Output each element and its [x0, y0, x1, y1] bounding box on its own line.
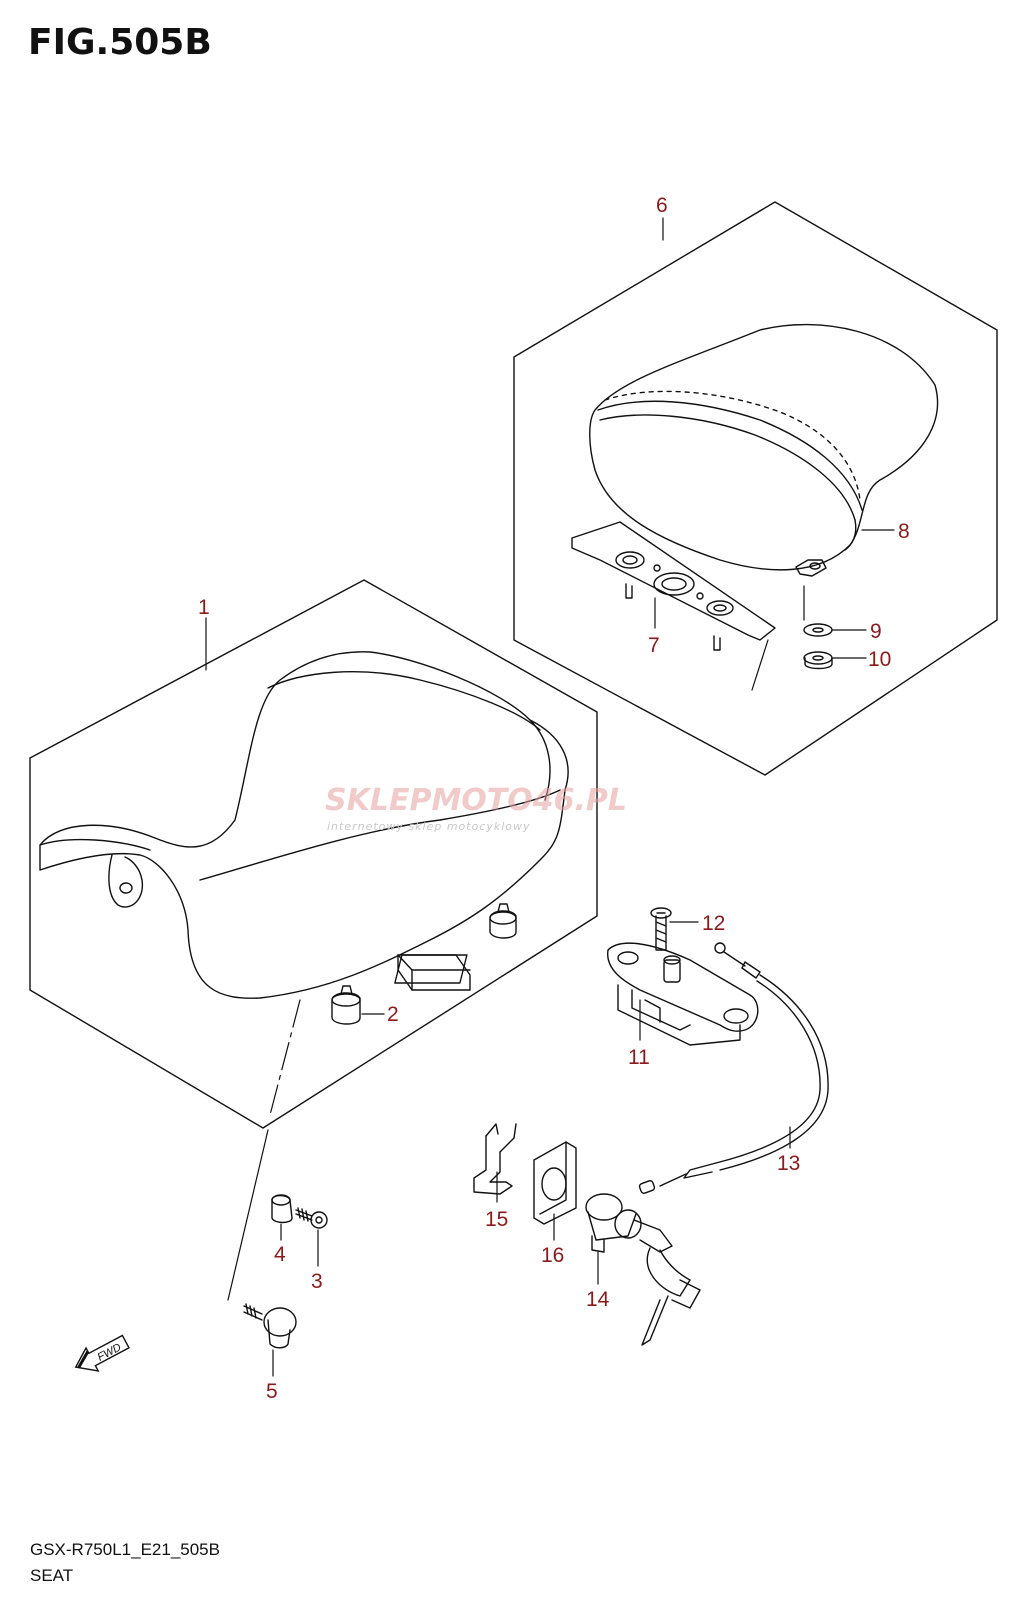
callout-14: 14 [586, 1288, 610, 1311]
callout-11: 11 [628, 1046, 650, 1069]
fwd-label: FWD [96, 1341, 124, 1363]
cushion-2 [331, 985, 361, 1025]
cushion-upper [489, 903, 517, 939]
clip-15 [473, 1123, 517, 1195]
callout-2: 2 [387, 1003, 399, 1026]
watermark-tagline: internetowy sklep motocyklowy [327, 820, 531, 833]
callout-13: 13 [777, 1152, 800, 1175]
callout-4: 4 [274, 1243, 286, 1266]
bolt-3 [295, 1207, 328, 1229]
frame-seat-rear [513, 201, 998, 776]
screw-12 [650, 907, 672, 951]
figure-code: GSX-R750L1_E21_505B [30, 1540, 220, 1559]
cable-13 [638, 942, 829, 1194]
callout-16: 16 [541, 1244, 564, 1267]
callout-6: 6 [656, 194, 668, 217]
callout-5: 5 [266, 1380, 278, 1403]
gasket-16 [533, 1141, 577, 1225]
frame-seat-front [29, 579, 598, 1129]
callout-8: 8 [898, 520, 910, 543]
callout-3: 3 [311, 1270, 323, 1293]
callout-12: 12 [702, 912, 725, 935]
lock-bracket-11 [607, 942, 759, 1046]
collar-4 [271, 1194, 293, 1224]
washer-9 [803, 623, 833, 637]
watermark: SKLEPMOTO46.PL internetowy sklep motocyk… [325, 783, 627, 833]
front-seat [39, 651, 569, 999]
key-cylinder-14 [585, 1193, 701, 1346]
rear-seat [571, 323, 939, 651]
figure-name: SEAT [30, 1566, 74, 1585]
watermark-logo: SKLEPMOTO46.PL [325, 783, 627, 818]
callout-10: 10 [868, 648, 891, 671]
callout-15: 15 [485, 1208, 508, 1231]
callout-1: 1 [198, 596, 210, 619]
bolt-5 [243, 1303, 297, 1349]
fwd-arrow: FWD [74, 1334, 130, 1372]
callout-7: 7 [648, 634, 660, 657]
figure-title: FIG.505B [28, 22, 212, 63]
callouts: 1 2 3 4 5 6 7 8 9 10 11 12 13 14 15 16 [198, 194, 910, 1403]
callout-9: 9 [870, 620, 882, 643]
nut-10 [803, 651, 833, 670]
